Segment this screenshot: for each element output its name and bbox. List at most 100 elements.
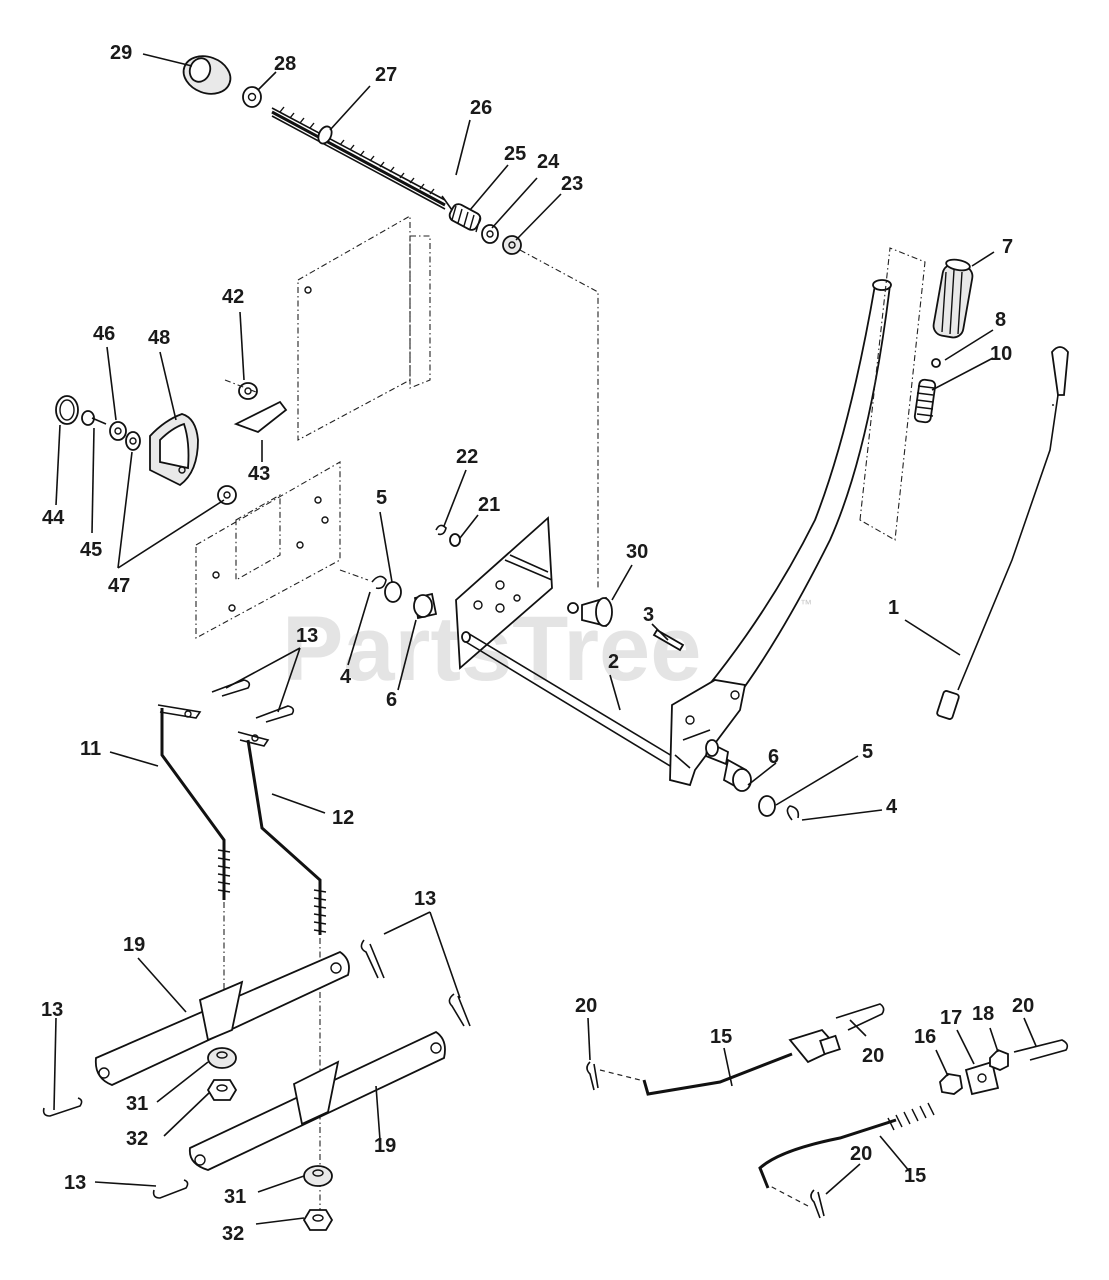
lift-shaft-2 <box>461 631 683 773</box>
callout-31-lower: 31 <box>224 1186 246 1208</box>
nut-18 <box>989 1048 1009 1071</box>
knob-cover-48 <box>149 413 199 487</box>
pin-3 <box>652 628 685 652</box>
callout-42: 42 <box>222 286 244 308</box>
rod-axis-line <box>519 249 599 590</box>
hairpin-13a <box>211 679 251 697</box>
knob-29 <box>182 55 232 95</box>
callout-47: 47 <box>108 575 130 597</box>
callout-11: 11 <box>80 738 101 760</box>
callout-46: 46 <box>93 323 115 345</box>
collar-right <box>705 739 729 766</box>
callout-12: 12 <box>332 807 354 829</box>
cable-1 <box>936 346 1069 720</box>
callout-28: 28 <box>274 53 296 75</box>
callout-6-left: 6 <box>386 689 397 711</box>
nut-32a <box>206 1079 238 1101</box>
callouts: 29 28 27 26 25 24 23 7 8 10 42 46 48 43 … <box>41 42 1034 1245</box>
pin-26 <box>441 195 453 211</box>
callout-13-left: 13 <box>41 999 63 1021</box>
callout-48: 48 <box>148 327 170 349</box>
nut-31a <box>207 1047 237 1069</box>
callout-27: 27 <box>375 64 397 86</box>
hairpin-13e <box>42 1097 83 1117</box>
washer-47b <box>217 485 237 505</box>
nut-28 <box>242 86 262 108</box>
leader-lines <box>53 53 1037 1225</box>
hairpin-20d <box>810 1189 825 1219</box>
callout-13-upper: 13 <box>296 625 318 647</box>
callout-45: 45 <box>80 539 102 561</box>
washer-5b <box>758 795 776 817</box>
hairpin-13d <box>448 993 471 1027</box>
hairpin-13b <box>255 705 295 723</box>
callout-2: 2 <box>608 651 619 673</box>
lift-handle <box>669 279 892 787</box>
callout-4-right: 4 <box>886 796 898 818</box>
rod-15b <box>758 1102 935 1207</box>
hairpin-20c <box>1013 1039 1069 1061</box>
callout-19-upper: 19 <box>123 934 145 956</box>
bolt-45 <box>81 410 107 426</box>
hairpin-20b <box>835 1003 885 1031</box>
callout-17: 17 <box>940 1007 962 1029</box>
rod-15a <box>599 1052 793 1096</box>
callout-5-right: 5 <box>862 741 873 763</box>
nut-32b <box>302 1209 334 1231</box>
callout-13-lower: 13 <box>64 1172 86 1194</box>
washer-5a <box>384 581 402 603</box>
callout-10: 10 <box>990 343 1012 365</box>
washer-42 <box>238 382 258 400</box>
washer-47a <box>125 431 141 451</box>
callout-44: 44 <box>42 507 65 529</box>
mounting-plate-outline <box>297 215 431 441</box>
hairpin-13f <box>152 1179 189 1199</box>
callout-29: 29 <box>110 42 132 64</box>
callout-5-upper: 5 <box>376 487 387 509</box>
callout-13-middle: 13 <box>414 888 436 910</box>
lift-arm-19b <box>188 1030 446 1171</box>
callout-30: 30 <box>626 541 648 563</box>
lift-bracket <box>455 516 553 670</box>
nut-16 <box>939 1073 963 1095</box>
callout-22: 22 <box>456 446 478 468</box>
callout-20-a: 20 <box>575 995 597 1017</box>
callout-21: 21 <box>478 494 500 516</box>
frame-bracket-outline <box>195 461 341 639</box>
washer-24 <box>481 224 499 244</box>
callout-32-lower: 32 <box>222 1223 244 1245</box>
grip-sleeve-outline <box>859 247 926 541</box>
spring-10 <box>913 378 937 424</box>
callout-20-b: 20 <box>862 1045 884 1067</box>
clip-43 <box>233 400 288 434</box>
callout-20-c: 20 <box>1012 995 1034 1017</box>
callout-24: 24 <box>537 151 560 173</box>
callout-4-left: 4 <box>340 666 352 688</box>
axis-left-bushing <box>339 569 369 581</box>
washer-21 <box>449 533 461 547</box>
callout-15-upper: 15 <box>710 1026 732 1048</box>
pivot-30 <box>567 596 613 628</box>
callout-43: 43 <box>248 463 270 485</box>
callout-6-right: 6 <box>768 746 779 768</box>
clip-4b <box>786 805 800 821</box>
callout-18: 18 <box>972 1003 994 1025</box>
lift-link-11 <box>157 704 231 900</box>
callout-26: 26 <box>470 97 492 119</box>
bushing-6a <box>413 592 438 620</box>
ring-44 <box>55 395 79 425</box>
bushing-6b <box>722 758 752 792</box>
washer-23 <box>502 235 522 255</box>
hairpin-20a <box>586 1061 599 1091</box>
washer-46 <box>109 421 127 441</box>
callout-7: 7 <box>1002 236 1013 258</box>
block-15a <box>788 1028 841 1064</box>
callout-19-lower: 19 <box>374 1135 396 1157</box>
adjustment-rod-27 <box>271 106 446 210</box>
hand-grip-7 <box>932 258 974 339</box>
callout-8: 8 <box>995 309 1006 331</box>
callout-15-lower: 15 <box>904 1165 926 1187</box>
watermark-trademark: ™ <box>800 597 812 611</box>
callout-1: 1 <box>888 597 899 619</box>
